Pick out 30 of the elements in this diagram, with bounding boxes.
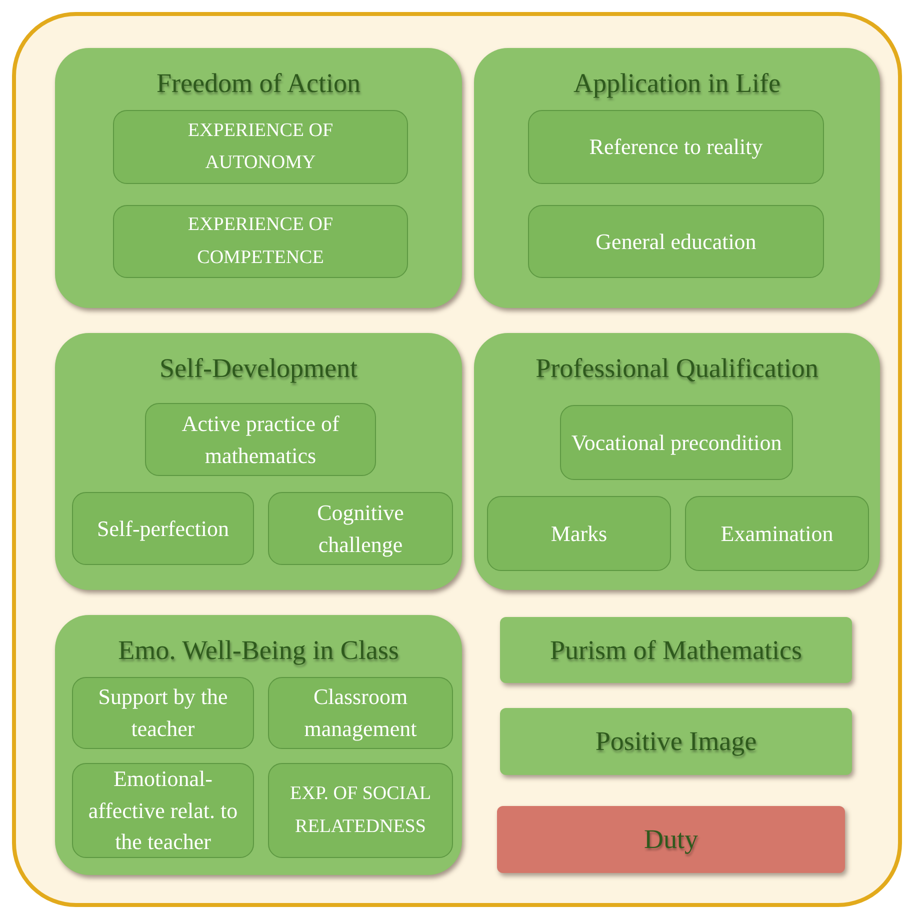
factor-box: Classroom management [268,677,453,749]
factor-box: Cognitive challenge [268,492,453,565]
factor-box: EXPERIENCE OF AUTONOMY [113,110,408,184]
group-panel [474,333,880,590]
panel-heading: Purism of Mathematics [550,634,802,666]
group-panel [474,48,880,308]
panel-heading: Professional Qualification [534,353,820,384]
factor-box: Vocational precondition [560,405,793,480]
panel-heading: Duty [644,824,698,855]
panel-heading: Freedom of Action [156,68,362,99]
group-panel [55,333,462,590]
panel-heading: Positive Image [595,726,757,757]
factor-box: Reference to reality [528,110,824,184]
panel-heading: Application in Life [572,68,782,99]
factor-box: Active practice of mathematics [145,403,376,476]
factor-box: Marks [487,496,671,571]
factor-box: EXP. OF SOCIAL RELATEDNESS [268,763,453,858]
group-panel [55,48,462,308]
factor-box [500,708,852,775]
factor-box [500,617,852,683]
panel-heading: Emo. Well-Being in Class [117,635,400,666]
factor-box: Examination [685,496,869,571]
factor-box: Emotional-affective relat. to the teacher [72,763,254,858]
panel-heading: Self-Development [158,353,358,384]
factor-box: General education [528,205,824,278]
factor-box [497,806,845,873]
group-panel [55,615,462,875]
factor-box: EXPERIENCE OF COMPETENCE [113,205,408,278]
factor-box: Self-perfection [72,492,254,565]
factor-box: Support by the teacher [72,677,254,749]
